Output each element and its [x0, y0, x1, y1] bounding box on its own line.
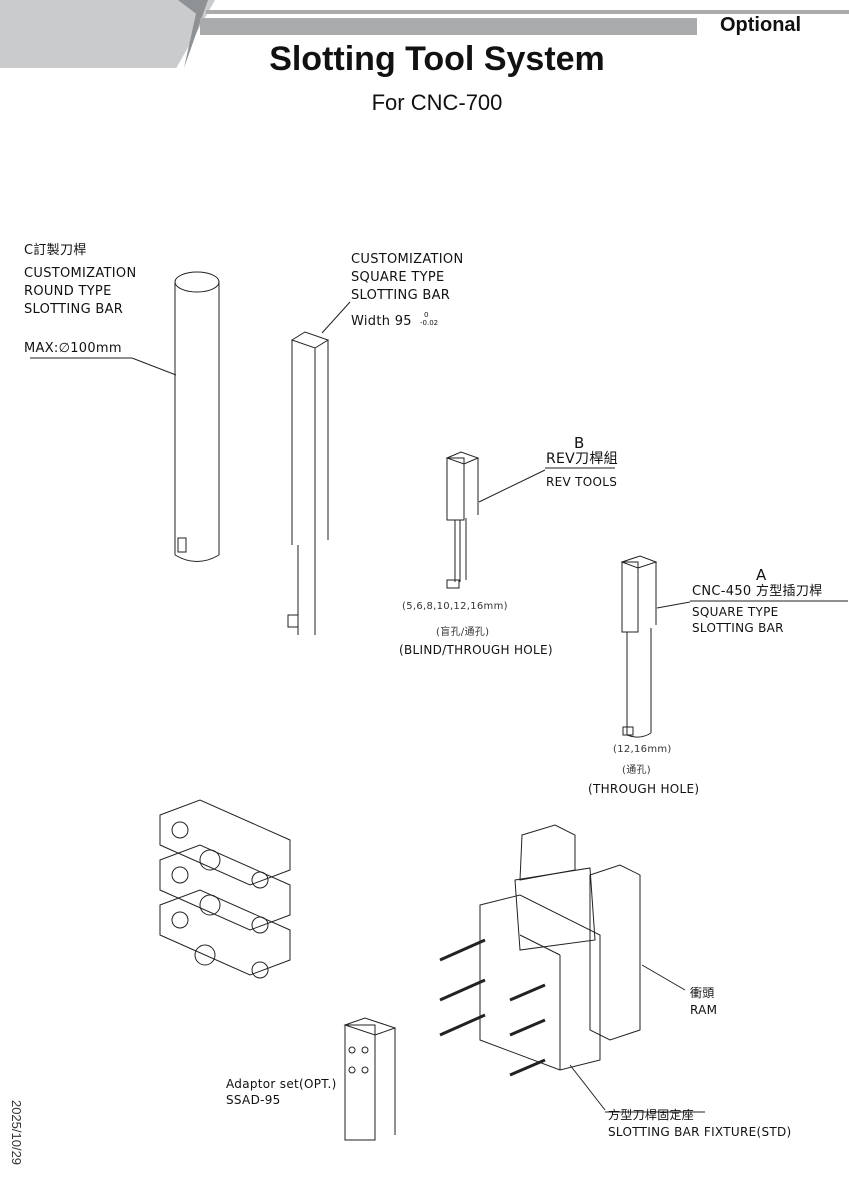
- optional-badge: Optional: [720, 14, 802, 36]
- tolerance-lower: -0.02: [420, 319, 439, 327]
- rev-hole-zh: (盲孔/通孔): [436, 627, 490, 638]
- square-custom-line2: SQUARE TYPE: [351, 270, 445, 285]
- round-bar-zh-label: C訂製刀桿: [24, 243, 87, 258]
- rev-letter: B: [574, 434, 585, 452]
- round-bar-line1: CUSTOMIZATION: [24, 266, 137, 281]
- square-slotting-bar-drawing: [287, 301, 351, 635]
- square-bar-hole-zh: (通孔): [622, 765, 652, 776]
- square-type-slotting-bar-drawing: [620, 555, 848, 738]
- fixture-en-label: SLOTTING BAR FIXTURE(STD): [608, 1125, 792, 1139]
- header-rule: [206, 10, 849, 14]
- ram-en-label: RAM: [690, 1003, 718, 1017]
- rev-hole-en: (BLIND/THROUGH HOLE): [399, 643, 553, 657]
- square-custom-line3: SLOTTING BAR: [351, 288, 451, 303]
- adaptor-line2: SSAD-95: [226, 1093, 281, 1107]
- adaptor-line1: Adaptor set(OPT.): [226, 1077, 337, 1091]
- square-custom-width: Width 95: [351, 314, 412, 329]
- round-slotting-bar-drawing: [30, 271, 220, 562]
- page-title: Slotting Tool System: [269, 40, 605, 78]
- print-date: 2025/10/29: [9, 1099, 25, 1166]
- square-custom-line1: CUSTOMIZATION: [351, 252, 464, 267]
- adaptor-blocks-drawing: [159, 799, 291, 979]
- adaptor-set-drawing: [343, 1017, 397, 1141]
- square-bar-zh-label: CNC-450 方型插刀桿: [692, 584, 823, 599]
- width-tolerance: 0-0.02: [420, 311, 438, 327]
- fixture-zh-label: 方型刀桿固定座: [608, 1108, 695, 1122]
- rev-tool-drawing: [445, 451, 615, 589]
- header-bar: [200, 18, 697, 35]
- square-bar-sizes: (12,16mm): [613, 744, 672, 755]
- square-bar-letter: A: [756, 566, 767, 584]
- tolerance-upper: 0: [424, 311, 429, 319]
- ram-and-fixture-drawing: [439, 824, 705, 1113]
- page-subtitle: For CNC-700: [371, 90, 503, 115]
- round-bar-max-diameter: MAX:∅100mm: [24, 341, 122, 356]
- round-bar-line3: SLOTTING BAR: [24, 302, 124, 317]
- ram-zh-label: 衝頭: [690, 986, 715, 1000]
- rev-zh-label: REV刀桿組: [546, 451, 618, 467]
- square-bar-hole-en: (THROUGH HOLE): [588, 782, 700, 796]
- rev-sizes: (5,6,8,10,12,16mm): [402, 601, 508, 612]
- square-bar-line1: SQUARE TYPE: [692, 605, 779, 619]
- round-bar-line2: ROUND TYPE: [24, 284, 112, 299]
- rev-en-label: REV TOOLS: [546, 475, 618, 489]
- square-bar-line2: SLOTTING BAR: [692, 621, 784, 635]
- header-decoration: [0, 0, 215, 68]
